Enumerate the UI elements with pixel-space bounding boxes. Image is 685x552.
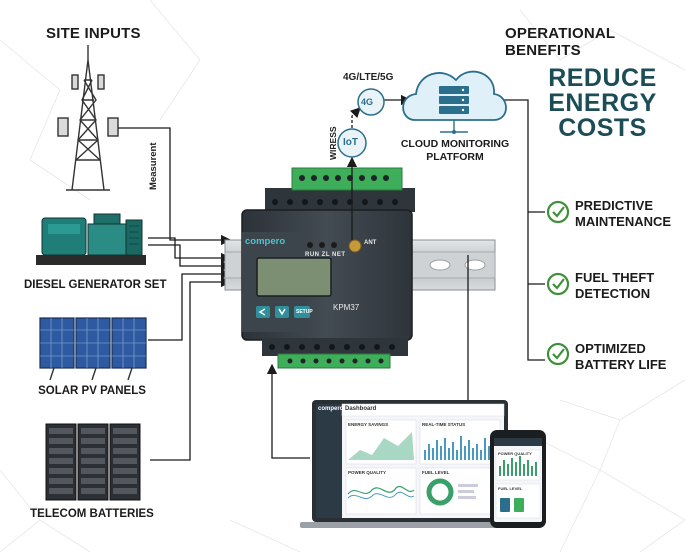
generator-icon	[36, 214, 146, 265]
tower-icon	[58, 45, 118, 190]
meter-setup-key[interactable]: SETUP	[296, 309, 313, 315]
headline-line3: COSTS	[545, 116, 660, 141]
phone-card-fuel-level: FUEL LEVEL	[498, 486, 522, 491]
energy-meter	[242, 168, 415, 368]
meter-brand: compero	[245, 236, 285, 247]
generator-label: DIESEL GENERATOR SET	[24, 279, 160, 291]
benefit-line2: BATTERY LIFE	[575, 357, 666, 373]
check-circle-icon	[548, 202, 568, 364]
benefit-optimized-battery-life: OPTIMIZED BATTERY LIFE	[575, 341, 666, 373]
headline-line2: ENERGY	[545, 91, 660, 116]
benefit-line1: FUEL THEFT	[575, 270, 654, 286]
cloud-label-line2: PLATFORM	[395, 151, 515, 164]
benefit-line2: MAINTENANCE	[575, 214, 671, 230]
network-badge-label: 4G	[361, 97, 373, 107]
benefit-line1: PREDICTIVE	[575, 198, 671, 214]
laptop-dashboard-icon	[300, 400, 520, 528]
headline-reduce-energy-costs: REDUCE ENERGY COSTS	[545, 66, 660, 141]
benefit-line1: OPTIMIZED	[575, 341, 666, 357]
card-fuel-level: FUEL LEVEL	[422, 470, 449, 475]
site-inputs-title: SITE INPUTS	[46, 25, 141, 42]
benefit-fuel-theft-detection: FUEL THEFT DETECTION	[575, 270, 654, 302]
battery-rack-icon	[46, 424, 140, 500]
iot-badge-label: IoT	[343, 137, 358, 148]
meter-antenna-label: ANT	[364, 240, 376, 246]
benefit-predictive-maintenance: PREDICTIVE MAINTENANCE	[575, 198, 671, 230]
card-real-time-status: REAL-TIME STATUS	[422, 422, 465, 427]
dashboard-title: Dashboard	[345, 406, 376, 412]
network-label: 4G/LTE/5G	[343, 72, 393, 83]
wireless-label: WIRESS	[328, 126, 338, 160]
benefit-line2: DETECTION	[575, 286, 654, 302]
meter-model: KPM37	[333, 303, 359, 312]
solar-label: SOLAR PV PANELS	[24, 385, 160, 397]
meter-led-labels: RUN ZL NET	[305, 252, 346, 258]
card-energy-savings: ENERGY SAVINGS	[348, 422, 388, 427]
headline-line1: REDUCE	[545, 66, 660, 91]
phone-card-power-quality: POWER QUALITY	[498, 451, 532, 456]
batteries-label: TELECOM BATTERIES	[24, 508, 160, 520]
measurement-label: Measurent	[148, 142, 159, 190]
cloud-server-icon	[403, 72, 506, 134]
cloud-label: CLOUD MONITORING PLATFORM	[395, 138, 515, 164]
operational-benefits-title: OPERATIONAL BENEFITS	[505, 25, 685, 59]
cloud-label-line1: CLOUD MONITORING	[395, 138, 515, 151]
solar-panel-icon	[40, 318, 146, 380]
dashboard-brand: compero	[318, 406, 343, 412]
smartphone-icon	[490, 430, 546, 528]
card-power-quality: POWER QUALITY	[348, 470, 386, 475]
